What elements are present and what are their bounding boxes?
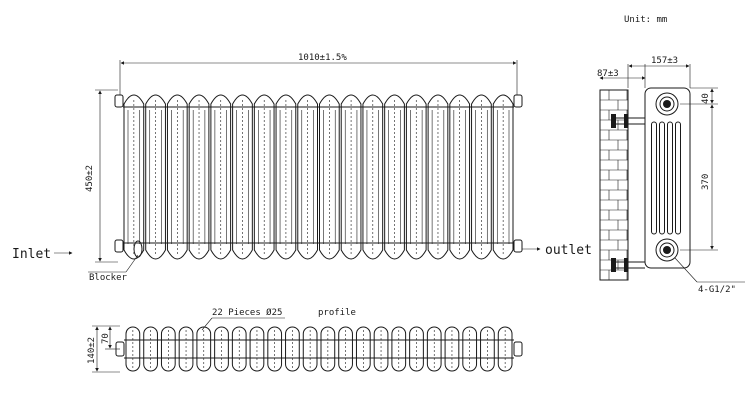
width-dimension-label: 1010±1.5% [298,53,347,63]
centers-label: 370 [701,174,711,190]
pieces-label: 22 Pieces Ø25 [212,307,282,318]
radiator-section [427,94,449,260]
radiator-section [362,94,384,260]
profile-piece [355,326,371,372]
profile-piece [444,326,460,372]
profile-piece [302,326,318,372]
profile-piece [409,326,424,372]
front-view: 1010±1.5% 450±2 Inlet outlet Blocker [12,53,592,283]
profile-view: 22 Pieces Ø25 profile 140±2 70 [87,307,523,373]
profile-inner-label: 70 [101,333,111,344]
bottom-fitting [655,238,679,262]
profile-piece [285,326,300,372]
radiator-section [319,94,340,260]
blocker-leader [125,254,139,273]
radiator-section [449,94,471,260]
profile-piece [178,326,194,372]
profile-pieces [124,326,514,372]
profile-label: profile [318,308,356,318]
radiator-section [340,94,362,260]
side-view: 87±3 157±3 40 370 [597,56,745,295]
radiator-section [232,94,253,260]
depth-label: 157±3 [651,56,678,66]
profile-piece [267,326,283,372]
profile-piece [214,326,229,372]
blocker-symbol [133,240,143,258]
profile-piece [462,326,478,372]
profile-piece [373,326,389,372]
radiator-section [384,94,405,260]
radiator-side-body [644,87,691,269]
side-slot [651,121,657,235]
side-slot [675,121,681,235]
blocker-label: Blocker [89,273,128,283]
fittings-leader [674,257,698,283]
radiator-section [123,94,145,260]
top-fitting [655,92,679,116]
top-offset-label: 40 [701,93,711,104]
top-left-plug [114,94,124,108]
profile-piece [391,326,407,372]
unit-label: Unit: mm [624,15,667,25]
bottom-left-plug [114,239,124,253]
wall-gap-label: 87±3 [597,69,619,79]
outlet-label: outlet [545,243,592,258]
radiator-section [145,94,166,260]
profile-piece [338,326,353,372]
radiator-section [166,94,188,260]
radiator-sections [123,94,514,260]
profile-piece [497,326,513,372]
profile-piece [160,326,176,372]
side-slots [651,121,681,235]
profile-left-plug [115,341,125,357]
profile-piece [480,326,495,372]
profile-piece [196,326,212,372]
bottom-right-plug [513,239,523,253]
radiator-section [275,94,297,260]
radiator-section [210,94,232,260]
top-right-plug [513,94,523,108]
profile-right-plug [513,341,523,357]
wall-bracket-top [611,114,645,128]
wall-bracket-bottom [611,258,645,272]
radiator-section [492,94,514,260]
radiator-section [471,94,492,260]
radiator-section [188,94,210,260]
side-slot [667,121,673,235]
radiator-section [253,94,275,260]
side-slot [659,121,665,235]
radiator-section [405,94,427,260]
inlet-label: Inlet [12,247,51,262]
profile-piece [125,326,141,372]
profile-piece [320,326,336,372]
profile-piece [249,326,265,372]
profile-height-label: 140±2 [87,337,97,364]
height-dimension-label: 450±2 [85,165,95,192]
profile-piece [426,326,442,372]
radiator-section [297,94,318,260]
fittings-label: 4-G1/2" [698,285,736,295]
profile-piece [231,326,247,372]
profile-piece [143,326,158,372]
pieces-leader [201,317,213,331]
